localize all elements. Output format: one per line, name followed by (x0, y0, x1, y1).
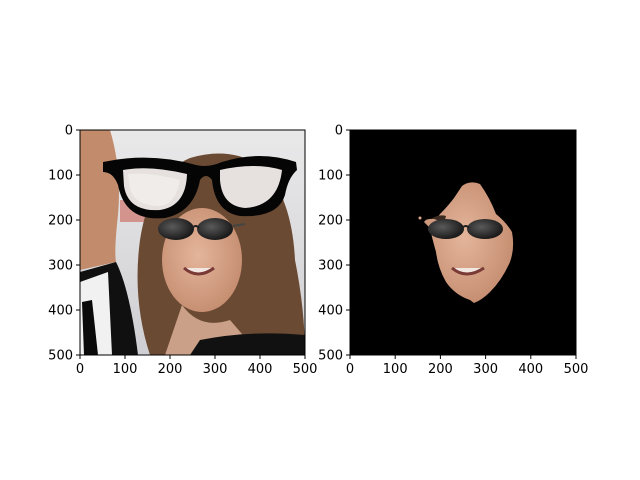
right-xtick-label: 100 (383, 362, 408, 377)
left-xtick-label: 400 (248, 362, 273, 377)
segmented-sunglasses (428, 219, 503, 239)
left-ytick-label: 300 (48, 259, 73, 274)
cartoon-glasses-overlay (103, 156, 297, 219)
left-xtick-label: 0 (76, 362, 84, 377)
right-xtick-label: 200 (428, 362, 453, 377)
right-xtick-label: 0 (346, 362, 354, 377)
left-ytick-label: 500 (48, 349, 73, 364)
left-xtick-label: 200 (158, 362, 183, 377)
right-xtick-label: 300 (473, 362, 498, 377)
right-axes-frame (349, 129, 577, 356)
left-xtick-label: 100 (113, 362, 138, 377)
left-ytick-label: 200 (48, 214, 73, 229)
left-ytick-label: 400 (48, 304, 73, 319)
left-photo (80, 130, 305, 355)
right-ytick-label: 100 (318, 169, 343, 184)
left-ytick-label: 100 (48, 169, 73, 184)
right-ytick-label: 200 (318, 214, 343, 229)
left-xtick-label: 500 (293, 362, 318, 377)
right-ytick-label: 500 (318, 349, 343, 364)
right-photo (350, 130, 576, 355)
right-ytick-label: 0 (335, 124, 343, 139)
segmented-face (424, 182, 514, 303)
left-xtick-label: 300 (203, 362, 228, 377)
right-ytick-label: 400 (318, 304, 343, 319)
left-ytick-label: 0 (65, 124, 73, 139)
right-xtick-label: 500 (564, 362, 589, 377)
right-xtick-label: 400 (518, 362, 543, 377)
face-sunglasses (158, 218, 246, 240)
right-ytick-label: 300 (318, 259, 343, 274)
left-axes-frame (79, 129, 306, 356)
